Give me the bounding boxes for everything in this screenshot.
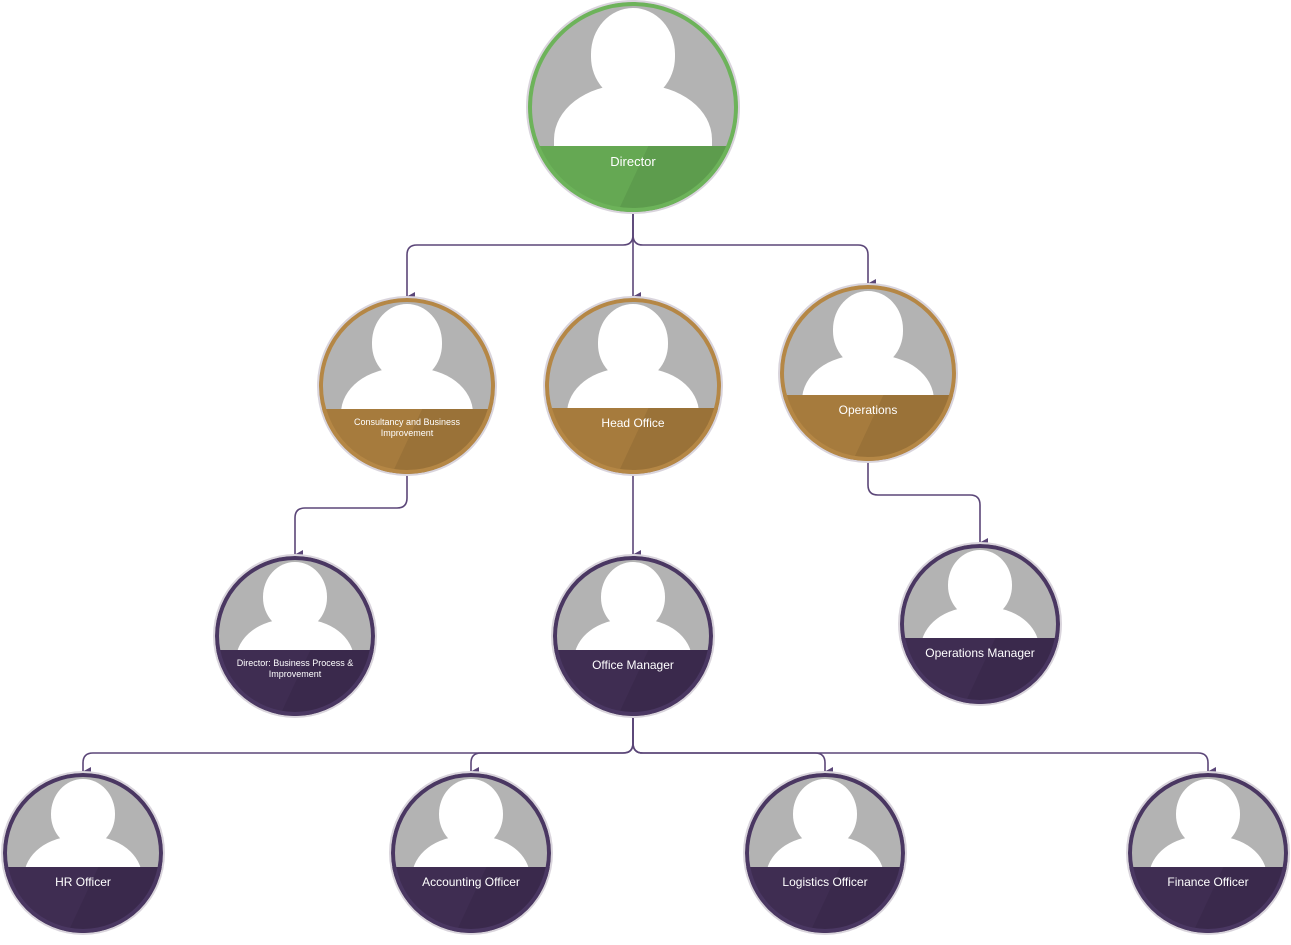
node-consultancy[interactable]: Consultancy and Business Improvement [319, 298, 495, 474]
node-hr-officer[interactable]: HR Officer [3, 773, 163, 933]
node-finance-officer[interactable]: Finance Officer [1128, 773, 1288, 933]
node-ring [1128, 773, 1288, 933]
connector-office-manager-to-accounting-officer [470, 716, 634, 777]
node-director-bp[interactable]: Director: Business Process & Improvement [215, 556, 375, 716]
node-ring [319, 298, 495, 474]
connector-director-to-operations [632, 212, 876, 289]
node-accounting-officer[interactable]: Accounting Officer [391, 773, 551, 933]
node-director[interactable]: Director [528, 2, 738, 212]
connector-office-manager-to-logistics-officer [632, 716, 833, 777]
node-ring [745, 773, 905, 933]
node-ring [215, 556, 375, 716]
node-ring [3, 773, 163, 933]
node-ring [545, 298, 721, 474]
node-logistics-officer[interactable]: Logistics Officer [745, 773, 905, 933]
node-ring [900, 544, 1060, 704]
node-head-office[interactable]: Head Office [545, 298, 721, 474]
node-ring [391, 773, 551, 933]
node-operations[interactable]: Operations [780, 285, 956, 461]
node-ring [528, 2, 738, 212]
connector-director-to-consultancy [406, 212, 634, 302]
node-ring [780, 285, 956, 461]
connector-operations-to-operations-manager [867, 461, 988, 548]
node-ring [553, 556, 713, 716]
connector-office-manager-to-finance-officer [632, 716, 1216, 777]
connector-office-manager-to-hr-officer [82, 716, 634, 777]
connector-consultancy-to-director-bp [294, 474, 408, 560]
node-operations-manager[interactable]: Operations Manager [900, 544, 1060, 704]
node-office-manager[interactable]: Office Manager [553, 556, 713, 716]
